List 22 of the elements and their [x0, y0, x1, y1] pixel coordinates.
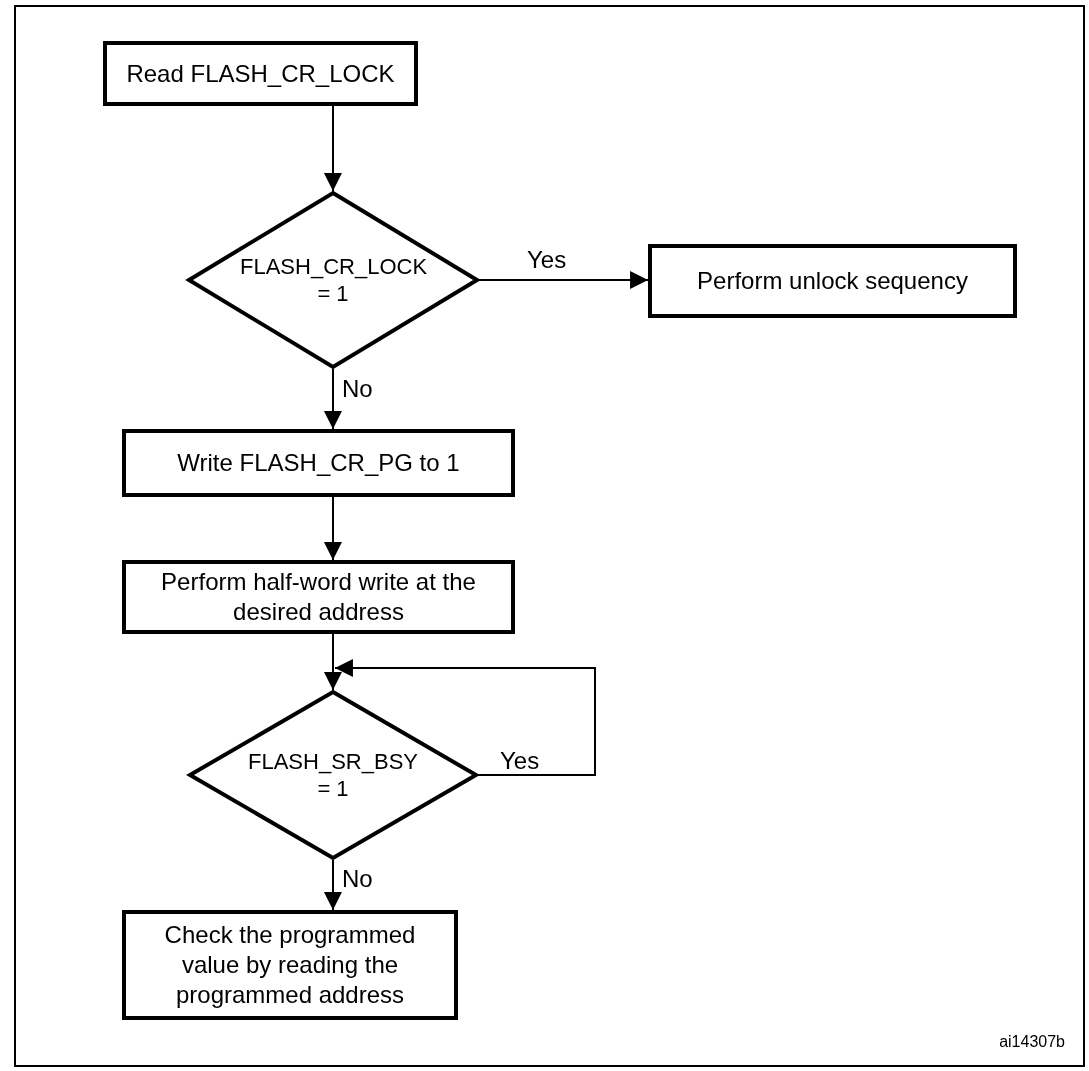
- step-label: Read FLASH_CR_LOCK: [126, 58, 395, 89]
- arrow: [323, 105, 342, 192]
- process-box: [122, 429, 515, 497]
- process-box: [103, 41, 418, 106]
- arrow: [478, 271, 649, 290]
- figure-id: ai14307b: [999, 1033, 1065, 1051]
- arrow: [323, 368, 342, 430]
- step-label: Write FLASH_CR_PG to 1: [177, 448, 460, 478]
- arrow: [323, 859, 342, 911]
- arrow: [334, 658, 596, 776]
- process-box: [648, 244, 1017, 318]
- decision-label: FLASH_CR_LOCK = 1: [240, 252, 426, 308]
- decision-diamond: [187, 191, 479, 369]
- step-label: Perform half-word write at the desired address: [160, 567, 477, 627]
- process-box: [122, 560, 515, 634]
- arrow: [323, 496, 342, 561]
- decision-label: FLASH_SR_BSY = 1: [247, 747, 419, 803]
- process-box: [122, 910, 458, 1020]
- step-label: Perform unlock sequency: [697, 266, 968, 296]
- decision-diamond: [188, 690, 478, 860]
- arrow: [323, 633, 342, 691]
- step-label: Check the programmed value by reading the programmed address: [163, 920, 417, 1010]
